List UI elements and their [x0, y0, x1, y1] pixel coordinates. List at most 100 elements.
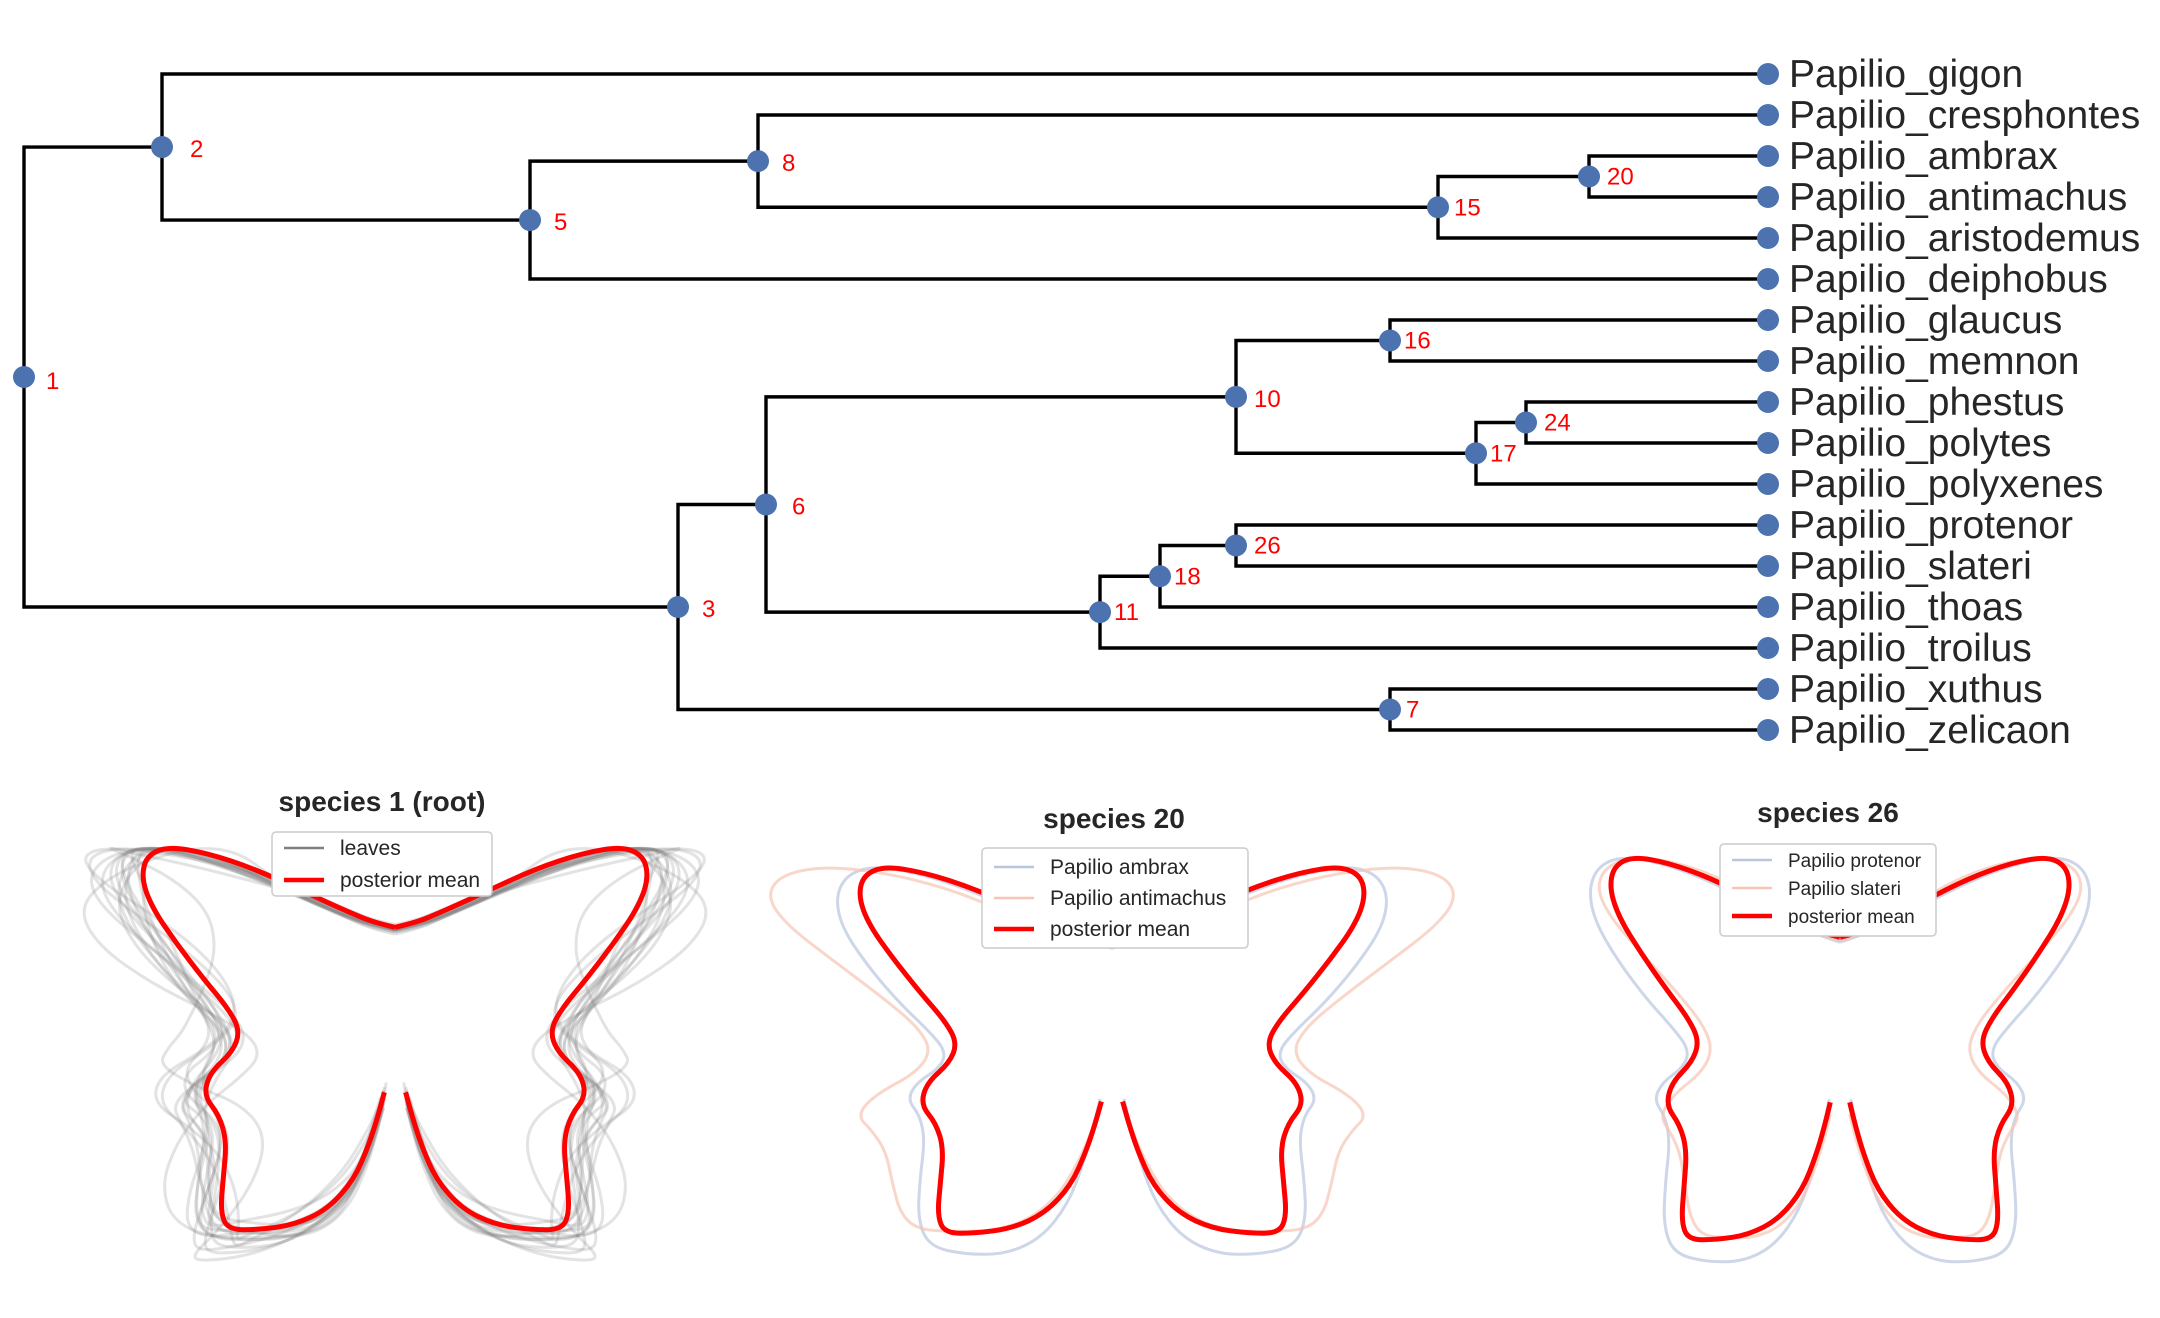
node-marker-18 — [1149, 565, 1171, 588]
node-label-17: 17 — [1490, 440, 1517, 467]
tip-marker-Papilio_thoas — [1757, 596, 1779, 618]
branch-11-to-18 — [1098, 574, 1162, 614]
posterior-mean-outline — [1608, 855, 2072, 1243]
leaf-outline — [126, 846, 664, 1235]
legend-label: Papilio slateri — [1788, 879, 1901, 900]
node-marker-1 — [13, 366, 35, 389]
node-label-15: 15 — [1454, 194, 1481, 221]
leaf-outline — [130, 847, 660, 1255]
node-label-6: 6 — [792, 494, 805, 521]
panel-3-outlines — [1588, 855, 2092, 1264]
tip-marker-Papilio_xuthus — [1757, 678, 1779, 700]
leaf-outline — [100, 847, 690, 1236]
tip-label-Papilio_zelicaon: Papilio_zelicaon — [1789, 709, 2071, 752]
tip-label-Papilio_deiphobus: Papilio_deiphobus — [1789, 258, 2108, 301]
branch-3-to-6 — [676, 502, 768, 609]
branch-6-to-11 — [764, 502, 1102, 614]
node-marker-26 — [1225, 534, 1247, 557]
tip-marker-Papilio_glaucus — [1757, 309, 1779, 331]
legend-label: posterior mean — [1788, 907, 1915, 928]
node-marker-8 — [747, 150, 769, 173]
legend-label: posterior mean — [340, 869, 480, 892]
panel-3-title: species 26 — [1757, 797, 1899, 828]
branch-18-to-Papilio_thoas — [1158, 574, 1770, 609]
branch-8-to-Papilio_cresphontes — [756, 113, 1770, 163]
branch-2-to-5 — [160, 145, 532, 222]
tip-label-Papilio_protenor: Papilio_protenor — [1789, 504, 2073, 547]
branch-10-to-17 — [1234, 395, 1478, 455]
branch-11-to-Papilio_troilus — [1098, 610, 1770, 650]
branch-17-to-Papilio_polyxenes — [1474, 451, 1770, 486]
node-marker-3 — [667, 596, 689, 618]
node-marker-17 — [1465, 442, 1487, 465]
branch-26-to-Papilio_slateri — [1234, 543, 1770, 568]
tip-marker-Papilio_memnon — [1757, 350, 1779, 372]
legend-label: leaves — [340, 837, 401, 860]
leaf-outline — [141, 847, 649, 1252]
panel-2-title: species 20 — [1043, 803, 1185, 834]
tip-label-Papilio_aristodemus: Papilio_aristodemus — [1789, 217, 2140, 260]
tip-marker-Papilio_slateri — [1757, 555, 1779, 577]
phylogenetic-tree: 1235678101115161718202426Papilio_gigonPa… — [13, 53, 2140, 752]
tree-branches — [22, 72, 1770, 732]
node-label-24: 24 — [1544, 410, 1571, 437]
branch-3-to-7 — [676, 605, 1392, 712]
node-label-10: 10 — [1254, 386, 1281, 413]
node-marker-20 — [1578, 165, 1600, 188]
leaf-outline-2 — [1597, 857, 2083, 1240]
tip-marker-Papilio_antimachus — [1757, 186, 1779, 208]
posterior-mean-outline — [857, 865, 1367, 1236]
tip-marker-Papilio_protenor — [1757, 514, 1779, 536]
branch-1-to-3 — [22, 375, 680, 609]
tip-marker-Papilio_troilus — [1757, 637, 1779, 659]
branch-5-to-Papilio_deiphobus — [528, 218, 1770, 281]
branch-8-to-15 — [756, 159, 1440, 209]
branch-26-to-Papilio_protenor — [1234, 523, 1770, 548]
node-marker-16 — [1379, 329, 1401, 352]
node-label-2: 2 — [190, 136, 203, 163]
legend-label: Papilio ambrax — [1050, 856, 1189, 879]
node-label-16: 16 — [1404, 328, 1431, 355]
legend-label: Papilio protenor — [1788, 851, 1922, 872]
node-label-18: 18 — [1174, 563, 1201, 590]
node-marker-7 — [1379, 698, 1401, 721]
tip-label-Papilio_gigon: Papilio_gigon — [1789, 53, 2023, 96]
tip-label-Papilio_polyxenes: Papilio_polyxenes — [1789, 463, 2103, 506]
tip-label-Papilio_memnon: Papilio_memnon — [1789, 340, 2080, 383]
branch-7-to-Papilio_zelicaon — [1388, 707, 1770, 732]
tip-marker-Papilio_cresphontes — [1757, 104, 1779, 126]
tip-marker-Papilio_deiphobus — [1757, 268, 1779, 290]
tip-marker-Papilio_gigon — [1757, 63, 1779, 85]
branch-6-to-10 — [764, 395, 1238, 507]
node-marker-5 — [519, 209, 541, 232]
node-label-20: 20 — [1607, 164, 1634, 191]
tip-marker-Papilio_polytes — [1757, 432, 1779, 454]
node-marker-11 — [1089, 601, 1111, 624]
legend-label: Papilio antimachus — [1050, 887, 1226, 910]
panel-1-legend: leaves posterior mean — [271, 831, 493, 897]
tip-label-Papilio_xuthus: Papilio_xuthus — [1789, 668, 2043, 711]
tip-label-Papilio_glaucus: Papilio_glaucus — [1789, 299, 2062, 342]
tip-marker-Papilio_aristodemus — [1757, 227, 1779, 249]
node-label-8: 8 — [782, 150, 795, 177]
tip-marker-Papilio_ambrax — [1757, 145, 1779, 167]
leaf-outline — [90, 847, 700, 1232]
node-label-1: 1 — [46, 368, 59, 395]
tip-marker-Papilio_phestus — [1757, 391, 1779, 413]
tip-marker-Papilio_polyxenes — [1757, 473, 1779, 495]
panel-2-outlines — [769, 865, 1455, 1256]
tip-label-Papilio_thoas: Papilio_thoas — [1789, 586, 2023, 629]
legend-label: posterior mean — [1050, 918, 1190, 941]
branch-10-to-16 — [1234, 338, 1392, 399]
branch-7-to-Papilio_xuthus — [1388, 687, 1770, 712]
branch-16-to-Papilio_glaucus — [1388, 318, 1770, 343]
leaf-outline — [84, 847, 706, 1240]
node-label-26: 26 — [1254, 533, 1281, 560]
tip-label-Papilio_troilus: Papilio_troilus — [1789, 627, 2032, 670]
leaf-outline — [82, 847, 708, 1240]
